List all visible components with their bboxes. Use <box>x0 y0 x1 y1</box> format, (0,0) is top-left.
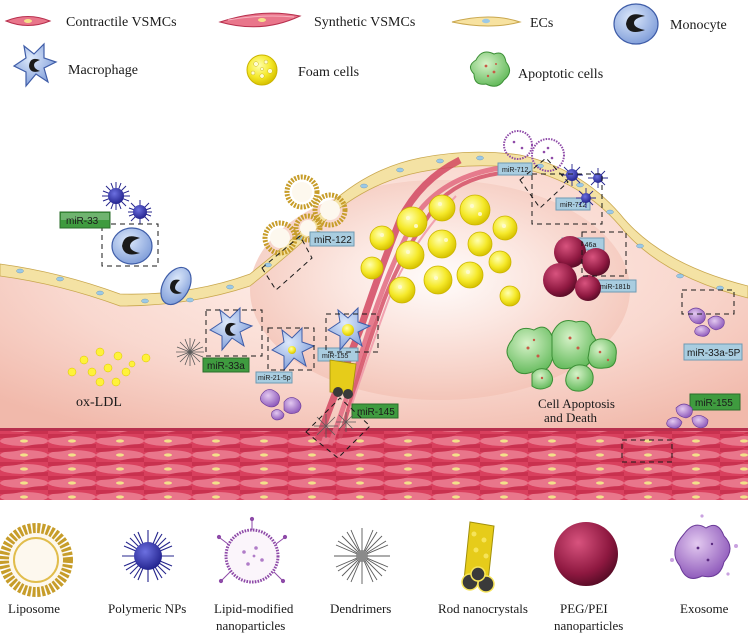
exosome-label: Exosome <box>680 601 729 616</box>
tag-mir155-b-label: miR-155 <box>695 398 733 409</box>
macrophages-with-nps <box>176 157 735 463</box>
vessel-cross-section <box>0 151 748 500</box>
ec-icon <box>451 16 522 27</box>
peg-pei-particles-scene <box>543 231 627 301</box>
dendrimers-label: Dendrimers <box>330 601 391 616</box>
legend-monocyte-label: Monocyte <box>670 18 727 33</box>
tag-mir181b-label: miR-181b <box>600 284 630 291</box>
tag-mir21 <box>255 371 293 384</box>
apoptotic-cell-icon <box>470 51 510 87</box>
tag-mir33-label: miR-33 <box>66 216 99 227</box>
monocyte-icon <box>613 3 659 45</box>
ox-ldl-particles <box>67 347 151 387</box>
legend: Contractile VSMCs Synthetic VSMCs ECs Mo… <box>4 3 727 88</box>
rod-nanocrystal-icon <box>461 521 495 593</box>
apoptotic-cell-cluster <box>506 320 617 392</box>
contractile-vsmc-icon <box>4 16 52 26</box>
legend-macrophage-label: Macrophage <box>68 63 138 78</box>
rod-nanocrystals-label: Rod nanocrystals <box>438 601 528 616</box>
exosome-icon <box>670 514 738 579</box>
polymeric-nps-label: Polymeric NPs <box>108 601 186 616</box>
tag-mir155-b <box>689 393 741 411</box>
legend-synthetic-label: Synthetic VSMCs <box>314 15 415 30</box>
tag-mir33a-label: miR-33a <box>207 361 245 372</box>
legend-contractile-label: Contractile VSMCs <box>66 15 177 30</box>
lipid-modified-label-line1: Lipid-modified <box>214 601 294 616</box>
tag-mir33a <box>202 357 250 373</box>
lipid-nps-top-right <box>503 130 608 225</box>
synthetic-vsmc-icon <box>218 12 302 28</box>
tag-mir122-label: miR-122 <box>314 235 352 246</box>
apoptosis-label-line1: Cell Apoptosis <box>538 396 615 411</box>
dendrimer-icon <box>334 528 390 584</box>
macrophage-icon <box>12 42 58 88</box>
nanoparticle-types-row: Liposome Polymeric NPs <box>0 514 738 633</box>
lipid-modified-label-line2: nanoparticles <box>216 618 285 633</box>
apoptosis-label-line2: and Death <box>544 410 598 425</box>
endothelial-nuclei <box>16 155 724 304</box>
monocyte-with-polymeric-nps <box>101 182 192 306</box>
tag-mir712-a-label: miR-712 <box>502 167 529 174</box>
polymeric-np-icon <box>122 530 174 582</box>
smooth-muscle-layer <box>0 430 748 500</box>
tag-mir712-b <box>555 197 591 211</box>
lipid-modified-np-icon <box>216 516 288 584</box>
tag-mir712-a <box>497 162 533 176</box>
tag-mir712-b-label: miR-712 <box>560 202 587 209</box>
legend-ecs-label: ECs <box>530 16 553 31</box>
liposome-cluster <box>262 174 348 256</box>
tag-mir155-a-label: miR-155 <box>322 353 349 360</box>
tag-mir122 <box>309 231 355 247</box>
tag-mir21-label: miR-21-5p <box>258 375 291 382</box>
foam-cell-cluster <box>360 194 521 307</box>
tag-mir33 <box>59 211 111 229</box>
foam-cell-icon <box>246 54 278 86</box>
ox-ldl-label: ox-LDL <box>76 395 122 410</box>
tag-mir145 <box>351 403 399 419</box>
tag-mir33a5p <box>683 343 743 361</box>
tag-mir145-label: miR-145 <box>357 407 395 418</box>
legend-foam-label: Foam cells <box>298 65 359 80</box>
peg-pei-label-line1: PEG/PEI <box>560 601 608 616</box>
liposome-label: Liposome <box>8 601 60 616</box>
peg-pei-np-icon <box>554 522 618 586</box>
tag-mir33a5p-label: miR-33a-5P <box>687 348 741 359</box>
peg-pei-label-line2: nanoparticles <box>554 618 623 633</box>
liposome-icon <box>0 523 73 597</box>
legend-apoptotic-label: Apoptotic cells <box>518 67 603 82</box>
